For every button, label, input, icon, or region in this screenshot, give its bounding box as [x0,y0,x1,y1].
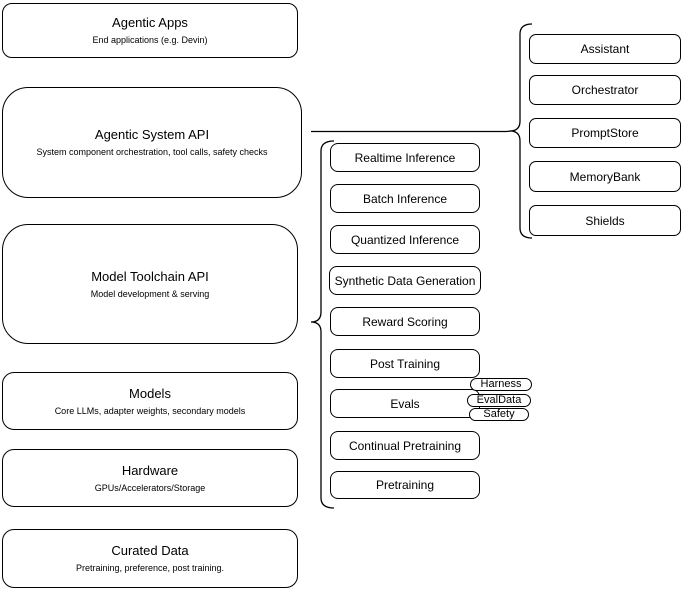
node-subtitle: End applications (e.g. Devin) [92,35,208,45]
node-subtitle: Core LLMs, adapter weights, secondary mo… [54,405,246,416]
node-title: Models [129,385,171,401]
system-api-connector-line [311,130,511,133]
tag-safety: Safety [469,408,529,421]
node-title: Model Toolchain API [91,268,209,284]
component-memorybank: MemoryBank [529,161,681,192]
service-continual-pretraining: Continual Pretraining [330,431,480,460]
component-shields: Shields [529,205,681,236]
toolchain-brace [310,140,335,509]
system-components-brace [509,23,533,239]
node-title: Agentic Apps [112,15,188,30]
node-model-toolchain-api: Model Toolchain API Model development & … [2,224,298,344]
component-promptstore: PromptStore [529,118,681,148]
node-subtitle: Pretraining, preference, post training. [75,563,225,573]
node-hardware: Hardware GPUs/Accelerators/Storage [2,449,298,507]
service-synthetic-data-generation: Synthetic Data Generation [329,266,481,295]
node-models: Models Core LLMs, adapter weights, secon… [2,372,298,430]
node-title: Curated Data [111,543,189,558]
service-pretraining: Pretraining [330,471,480,499]
service-quantized-inference: Quantized Inference [330,225,480,254]
node-agentic-system-api: Agentic System API System component orch… [2,87,302,198]
service-post-training: Post Training [330,349,480,378]
node-title: Agentic System API [94,127,210,142]
service-evals: Evals [330,389,480,418]
tag-harness: Harness [470,378,532,391]
node-subtitle: Model development & serving [90,288,210,299]
node-subtitle: GPUs/Accelerators/Storage [94,482,206,493]
component-assistant: Assistant [529,34,681,64]
node-title: Hardware [121,462,179,478]
service-realtime-inference: Realtime Inference [330,143,480,172]
node-agentic-apps: Agentic Apps End applications (e.g. Devi… [2,3,298,58]
component-orchestrator: Orchestrator [529,75,681,105]
service-batch-inference: Batch Inference [330,184,480,213]
node-subtitle: System component orchestration, tool cal… [36,147,268,157]
node-curated-data: Curated Data Pretraining, preference, po… [2,529,298,588]
tag-evaldata: EvalData [467,394,531,407]
service-reward-scoring: Reward Scoring [330,307,480,336]
